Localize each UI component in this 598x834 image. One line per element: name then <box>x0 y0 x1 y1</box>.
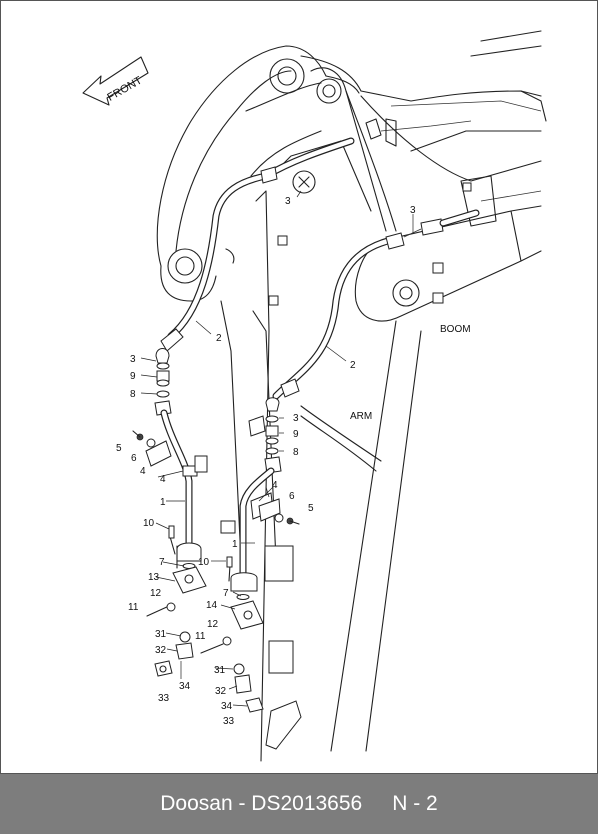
callout-3: 3 <box>130 354 136 365</box>
footer-separator: - <box>232 792 252 815</box>
callout-32: 32 <box>215 686 227 697</box>
callout-numbers: 2 3 2 3 3 9 8 3 9 8 5 6 4 4 1 4 6 5 10 1… <box>116 196 416 727</box>
callout-12: 12 <box>150 588 162 599</box>
callout-1: 1 <box>232 539 238 550</box>
callout-3: 3 <box>293 413 299 424</box>
callout-11: 11 <box>128 602 139 613</box>
callout-34: 34 <box>179 681 191 692</box>
callout-31: 31 <box>155 629 167 640</box>
boom-structure <box>156 30 547 302</box>
front-arrow-icon: FRONT <box>82 56 149 106</box>
arm-structure <box>220 67 422 762</box>
boom-label: BOOM <box>440 324 471 335</box>
callout-8: 8 <box>130 389 136 400</box>
callout-5: 5 <box>308 503 314 514</box>
hose-right <box>272 209 480 400</box>
callout-9: 9 <box>293 429 299 440</box>
footer-bar: Doosan - DS2013656 N - 2 <box>0 774 598 834</box>
callout-6: 6 <box>131 453 137 464</box>
callout-3: 3 <box>410 205 416 216</box>
callout-leaders <box>140 190 414 707</box>
callout-9: 9 <box>130 371 136 382</box>
callout-4: 4 <box>140 466 146 477</box>
callout-7: 7 <box>223 588 229 599</box>
callout-5: 5 <box>116 443 122 454</box>
callout-12: 12 <box>207 619 219 630</box>
callout-32: 32 <box>155 645 167 656</box>
front-arrow-label: FRONT <box>105 74 144 103</box>
hose-left <box>160 137 355 352</box>
callout-33: 33 <box>223 716 235 727</box>
arm-label: ARM <box>350 411 372 422</box>
footer-brand: Doosan <box>160 792 233 815</box>
callout-4: 4 <box>272 480 278 491</box>
boom-cylinder <box>354 175 542 322</box>
callout-33: 33 <box>158 693 170 704</box>
callout-11: 11 <box>195 631 206 642</box>
callout-4: 4 <box>160 474 166 485</box>
callout-7: 7 <box>159 557 165 568</box>
callout-8: 8 <box>293 447 299 458</box>
callout-31: 31 <box>214 665 226 676</box>
right-fitting-assembly <box>200 397 300 713</box>
callout-10: 10 <box>143 518 155 529</box>
callout-3: 3 <box>285 196 291 207</box>
hydraulic-line-diagram: FRONT <box>82 30 547 762</box>
footer-part-code: DS2013656 <box>251 792 363 815</box>
callout-6: 6 <box>289 491 295 502</box>
callout-10: 10 <box>198 557 210 568</box>
callout-14: 14 <box>206 600 218 611</box>
callout-2: 2 <box>350 360 356 371</box>
footer-page: N - 2 <box>392 792 438 815</box>
callout-13: 13 <box>148 572 160 583</box>
diagram-frame: FRONT <box>0 0 598 774</box>
left-fitting-assembly <box>132 348 208 677</box>
callout-2: 2 <box>216 333 222 344</box>
callout-1: 1 <box>160 497 166 508</box>
callout-34: 34 <box>221 701 233 712</box>
